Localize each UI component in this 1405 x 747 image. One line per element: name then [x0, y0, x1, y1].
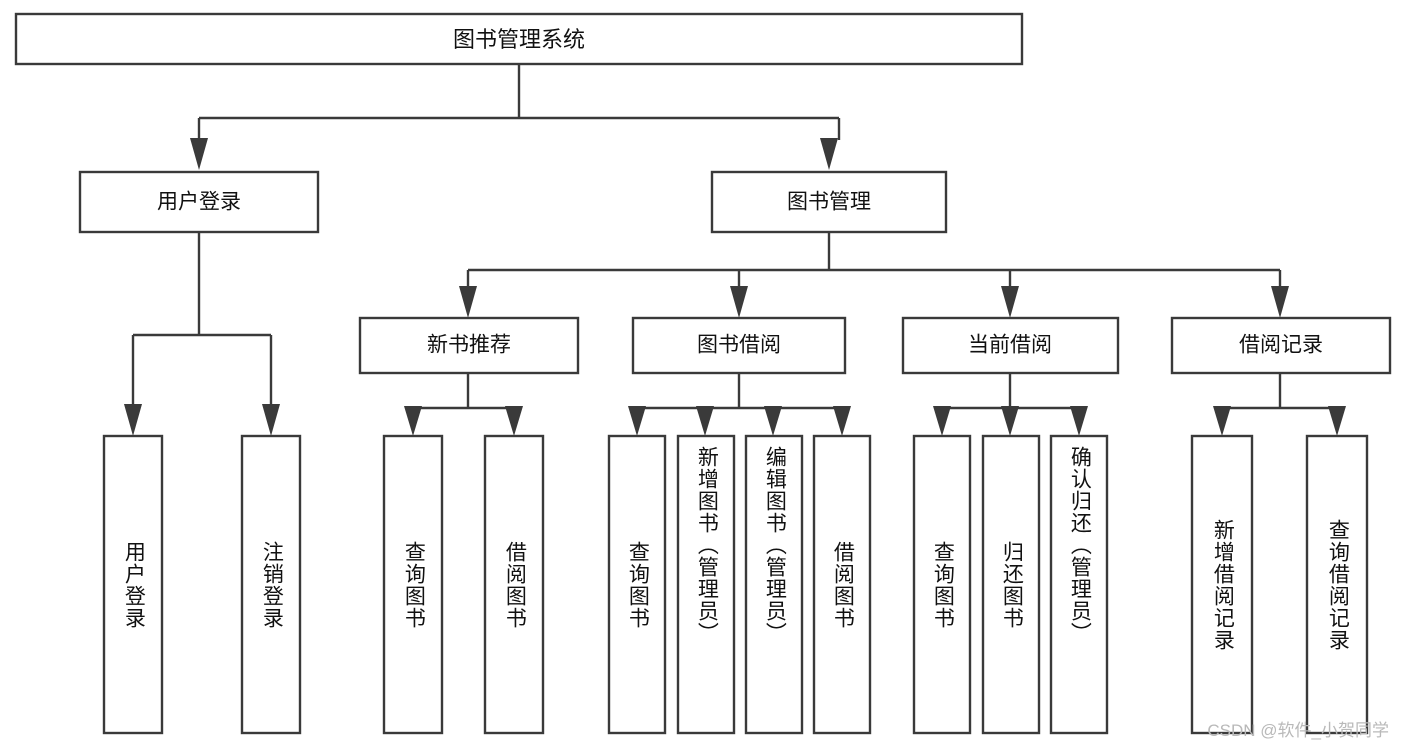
connector-layer	[124, 64, 1346, 436]
node-leaf-query-record[interactable]	[1305, 434, 1369, 735]
arrow-icon-leaf-query-book-1	[404, 406, 422, 436]
arrow-icon-leaf-user-logout	[262, 404, 280, 436]
arrow-icon-leaf-borrow-book-1	[505, 406, 523, 436]
arrow-icon-leaf-add-record	[1213, 406, 1231, 436]
node-root-label: 图书管理系统	[453, 27, 585, 52]
arrow-icon-borrow-record	[1271, 286, 1289, 318]
arrow-icon-leaf-borrow-book-2	[833, 406, 851, 436]
node-leaf-query-book-1[interactable]	[382, 434, 444, 735]
node-book-manage[interactable]	[710, 170, 948, 234]
node-book-borrow[interactable]	[631, 316, 847, 375]
arrow-icon-leaf-query-book-2	[628, 406, 646, 436]
node-borrow-record-label: 借阅记录	[1239, 334, 1323, 357]
node-new-book-rec[interactable]	[358, 316, 580, 375]
node-leaf-query-book-2[interactable]	[607, 434, 667, 735]
node-leaf-user-logout[interactable]	[240, 434, 302, 735]
node-leaf-confirm-return[interactable]	[1049, 434, 1109, 735]
node-leaf-user-login[interactable]	[102, 434, 164, 735]
arrow-icon-user-login	[190, 138, 208, 170]
node-current-borrow[interactable]	[901, 316, 1120, 375]
node-leaf-edit-book[interactable]	[744, 434, 804, 735]
node-leaf-borrow-book-2[interactable]	[812, 434, 872, 735]
node-root[interactable]	[14, 12, 1024, 66]
node-current-borrow-label: 当前借阅	[968, 334, 1052, 357]
arrow-icon-leaf-edit-book	[764, 406, 782, 436]
arrow-icon-leaf-add-book	[696, 406, 714, 436]
arrow-icon-current-borrow	[1001, 286, 1019, 318]
arrow-icon-leaf-query-book-3	[933, 406, 951, 436]
arrow-icon-leaf-return-book	[1001, 406, 1019, 436]
node-leaf-query-book-3[interactable]	[912, 434, 972, 735]
arrow-icon-new-book-rec	[459, 286, 477, 318]
node-user-login[interactable]	[78, 170, 320, 234]
arrow-icon-book-borrow	[730, 286, 748, 318]
node-leaf-add-book[interactable]	[676, 434, 736, 735]
node-user-login-label: 用户登录	[157, 191, 241, 214]
node-layer: 图书管理系统 用户登录 图书管理 新书推荐 图书借阅 当前借阅 借阅记录	[14, 12, 1392, 735]
arrow-icon-leaf-confirm-return	[1070, 406, 1088, 436]
arrow-icon-leaf-user-login	[124, 404, 142, 436]
node-new-book-rec-label: 新书推荐	[427, 334, 511, 357]
node-leaf-borrow-book-1[interactable]	[483, 434, 545, 735]
node-book-manage-label: 图书管理	[787, 191, 871, 214]
node-borrow-record[interactable]	[1170, 316, 1392, 375]
arrow-icon-book-manage	[820, 138, 838, 170]
node-book-borrow-label: 图书借阅	[697, 334, 781, 357]
node-leaf-return-book[interactable]	[981, 434, 1041, 735]
arrow-icon-leaf-query-record	[1328, 406, 1346, 436]
node-leaf-add-record[interactable]	[1190, 434, 1254, 735]
